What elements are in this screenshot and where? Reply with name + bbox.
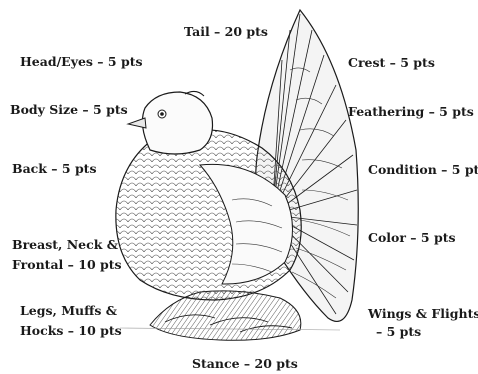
label-legs-line1: Legs, Muffs & [20,303,117,319]
label-tail: Tail – 20 pts [184,24,268,40]
label-breast-line1: Breast, Neck & [12,237,118,253]
label-wings-line1: Wings & Flights [368,306,478,322]
label-legs-line2: Hocks – 10 pts [20,323,122,339]
label-stance: Stance – 20 pts [192,356,298,372]
label-color: Color – 5 pts [368,230,456,246]
label-body-size: Body Size – 5 pts [10,102,128,118]
head [128,91,213,154]
label-breast-line2: Frontal – 10 pts [12,257,122,273]
label-condition: Condition – 5 pts [368,162,478,178]
label-wings-line2: – 5 pts [376,324,421,340]
label-feathering: Feathering – 5 pts [348,104,474,120]
label-back: Back – 5 pts [12,161,97,177]
label-head-eyes: Head/Eyes – 5 pts [20,54,143,70]
label-crest: Crest – 5 pts [348,55,435,71]
